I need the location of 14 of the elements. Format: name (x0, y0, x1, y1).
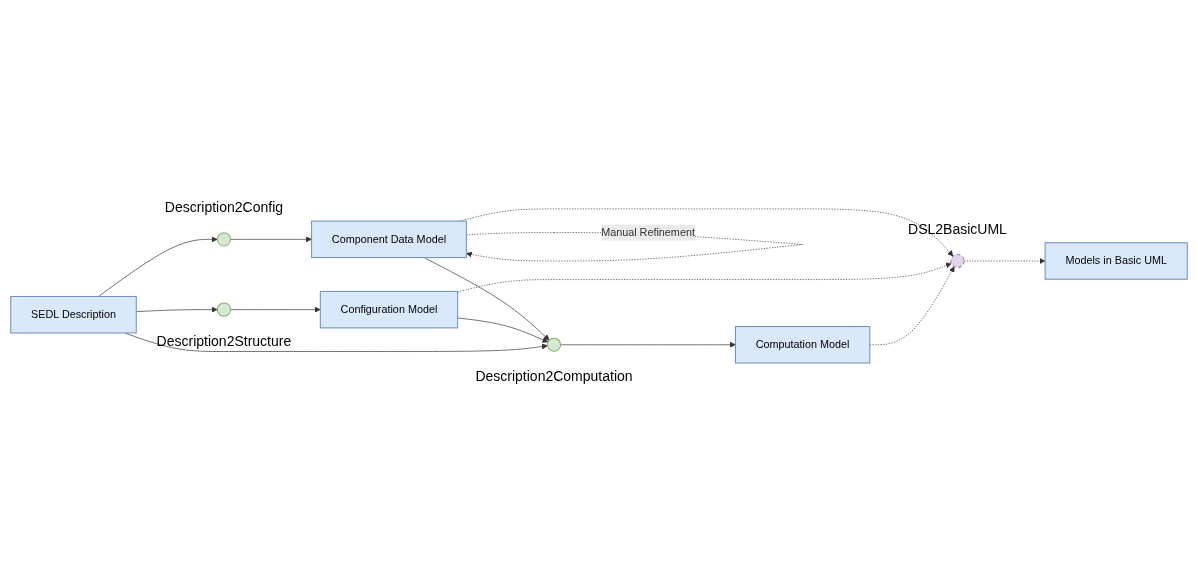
node-circle (216, 302, 231, 317)
node-box: SEDL Description (10, 295, 137, 334)
node-circle (216, 232, 231, 247)
node-box: Computation Model (734, 326, 871, 364)
node-box: Models in Basic UML (1044, 242, 1188, 280)
node-circle (950, 253, 965, 269)
node-caption: DSL2BasicUML (908, 220, 1007, 238)
edge-label: Manual Refinement (601, 226, 695, 238)
node-circle (546, 337, 562, 352)
node-box: Component Data Model (311, 220, 467, 259)
node-caption: Description2Computation (475, 368, 633, 386)
node-box: Configuration Model (319, 290, 459, 329)
node-caption: Description2Structure (156, 332, 292, 350)
node-caption: Description2Config (164, 199, 284, 216)
